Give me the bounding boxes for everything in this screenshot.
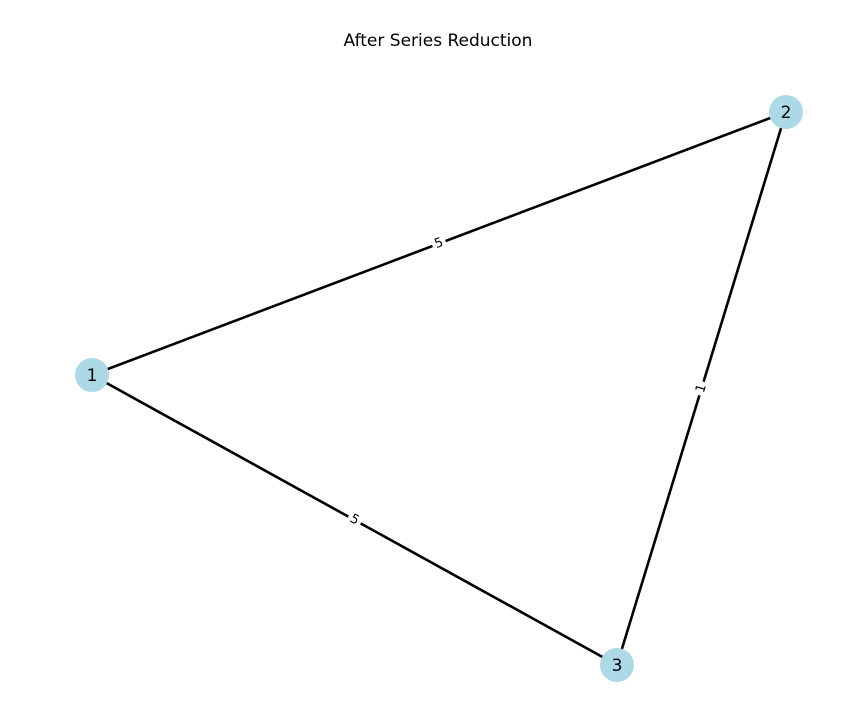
node-label: 2 <box>781 103 792 123</box>
node-circle <box>600 648 634 682</box>
edge-label-background <box>344 508 365 532</box>
node-1: 1 <box>75 358 109 392</box>
node-label: 3 <box>612 656 623 676</box>
edge-label-1-2: 5 <box>429 232 449 255</box>
node-circle <box>769 95 803 129</box>
edge-label-1-3: 5 <box>344 508 365 532</box>
edge-label-background <box>429 232 449 255</box>
node-circle <box>75 358 109 392</box>
edge-label-2-3: 1 <box>690 379 713 398</box>
edge-label-background <box>690 379 713 398</box>
node-3: 3 <box>600 648 634 682</box>
edges-layer <box>91 110 788 667</box>
node-2: 2 <box>769 95 803 129</box>
edge-labels-layer: 5 1 5 <box>344 232 713 532</box>
diagram-title: After Series Reduction <box>344 31 533 51</box>
nodes-layer: 1 2 3 <box>75 95 803 682</box>
node-label: 1 <box>87 366 98 386</box>
